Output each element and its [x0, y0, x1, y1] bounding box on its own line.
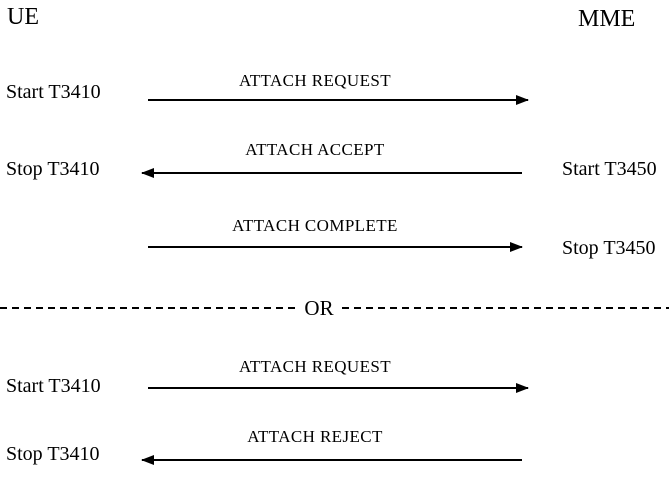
timer-note-stop-t3410: Stop T3410: [6, 443, 100, 465]
right-arrow-icon: [148, 99, 528, 101]
message-label-attach-request: ATTACH REQUEST: [238, 71, 392, 90]
right-arrow-icon: [148, 387, 528, 389]
message-label-attach-request: ATTACH REQUEST: [238, 357, 392, 376]
message-label-attach-complete: ATTACH COMPLETE: [232, 216, 398, 235]
message-label-attach-reject: ATTACH REJECT: [247, 427, 383, 446]
dashed-divider-left: [0, 307, 295, 309]
left-arrow-icon: [142, 459, 522, 461]
entity-ue-label: UE: [7, 4, 39, 30]
left-arrow-icon: [142, 172, 522, 174]
timer-note-stop-t3410: Stop T3410: [6, 158, 100, 180]
message-label-attach-accept: ATTACH ACCEPT: [245, 140, 385, 159]
timer-note-start-t3410: Start T3410: [6, 81, 101, 103]
timer-note-stop-t3450: Stop T3450: [562, 237, 656, 259]
dashed-divider-right: [342, 307, 669, 309]
timer-note-start-t3410: Start T3410: [6, 375, 101, 397]
timer-note-start-t3450: Start T3450: [562, 158, 657, 180]
entity-mme-label: MME: [578, 6, 636, 32]
or-divider-label: OR: [304, 296, 334, 320]
right-arrow-icon: [148, 246, 522, 248]
